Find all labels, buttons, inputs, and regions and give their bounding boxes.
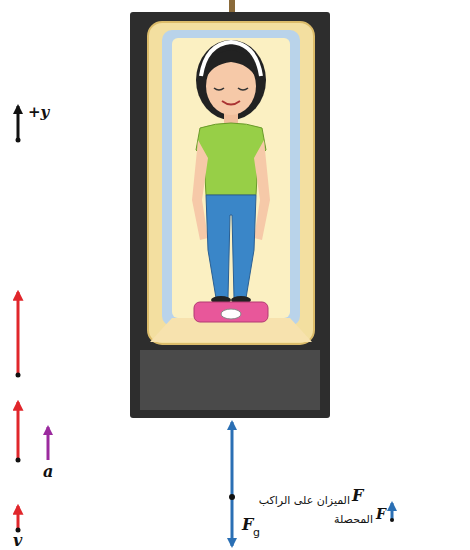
bathroom-scale xyxy=(194,302,268,322)
net-force-arrow xyxy=(391,503,394,520)
arrow-tail-dot xyxy=(16,458,21,463)
arrow-tail-dot xyxy=(16,373,21,378)
closed-eye xyxy=(214,88,224,90)
velocity-arrow xyxy=(17,402,20,460)
force-symbol: F xyxy=(376,507,386,522)
force-symbol: F xyxy=(242,516,253,534)
back-wall xyxy=(172,38,290,318)
normal-force-arrow xyxy=(231,422,234,497)
closed-eye xyxy=(238,88,248,90)
jeans xyxy=(206,195,256,298)
vector-label: v xyxy=(13,532,22,550)
arrow-tail-dot xyxy=(16,138,21,143)
car-base xyxy=(140,350,320,410)
force-subscript: الميزان على الراكب xyxy=(259,495,350,507)
door-frame xyxy=(148,22,314,344)
velocity-arrow xyxy=(17,292,20,375)
acceleration-arrow xyxy=(47,427,50,460)
arrow-tail-dot xyxy=(390,518,394,522)
arrow-tail-dot xyxy=(229,494,235,500)
bangs xyxy=(205,50,257,80)
left-arm xyxy=(192,140,208,240)
elevator-car xyxy=(130,12,330,418)
hair xyxy=(196,40,266,120)
scale-dial xyxy=(221,309,241,319)
smile xyxy=(222,101,240,105)
velocity-arrow xyxy=(17,506,20,530)
right-arm xyxy=(254,140,270,240)
axis-arrow xyxy=(17,106,20,140)
axis-label: +y xyxy=(28,104,49,121)
force-subscript: g xyxy=(253,527,260,539)
vector-label: a xyxy=(43,463,53,481)
door-panel xyxy=(162,30,300,326)
cable xyxy=(229,0,235,14)
force-symbol: F xyxy=(352,487,363,505)
force-subscript: المحصلة xyxy=(334,514,373,526)
headband xyxy=(201,42,261,76)
weight-arrow xyxy=(231,497,234,546)
